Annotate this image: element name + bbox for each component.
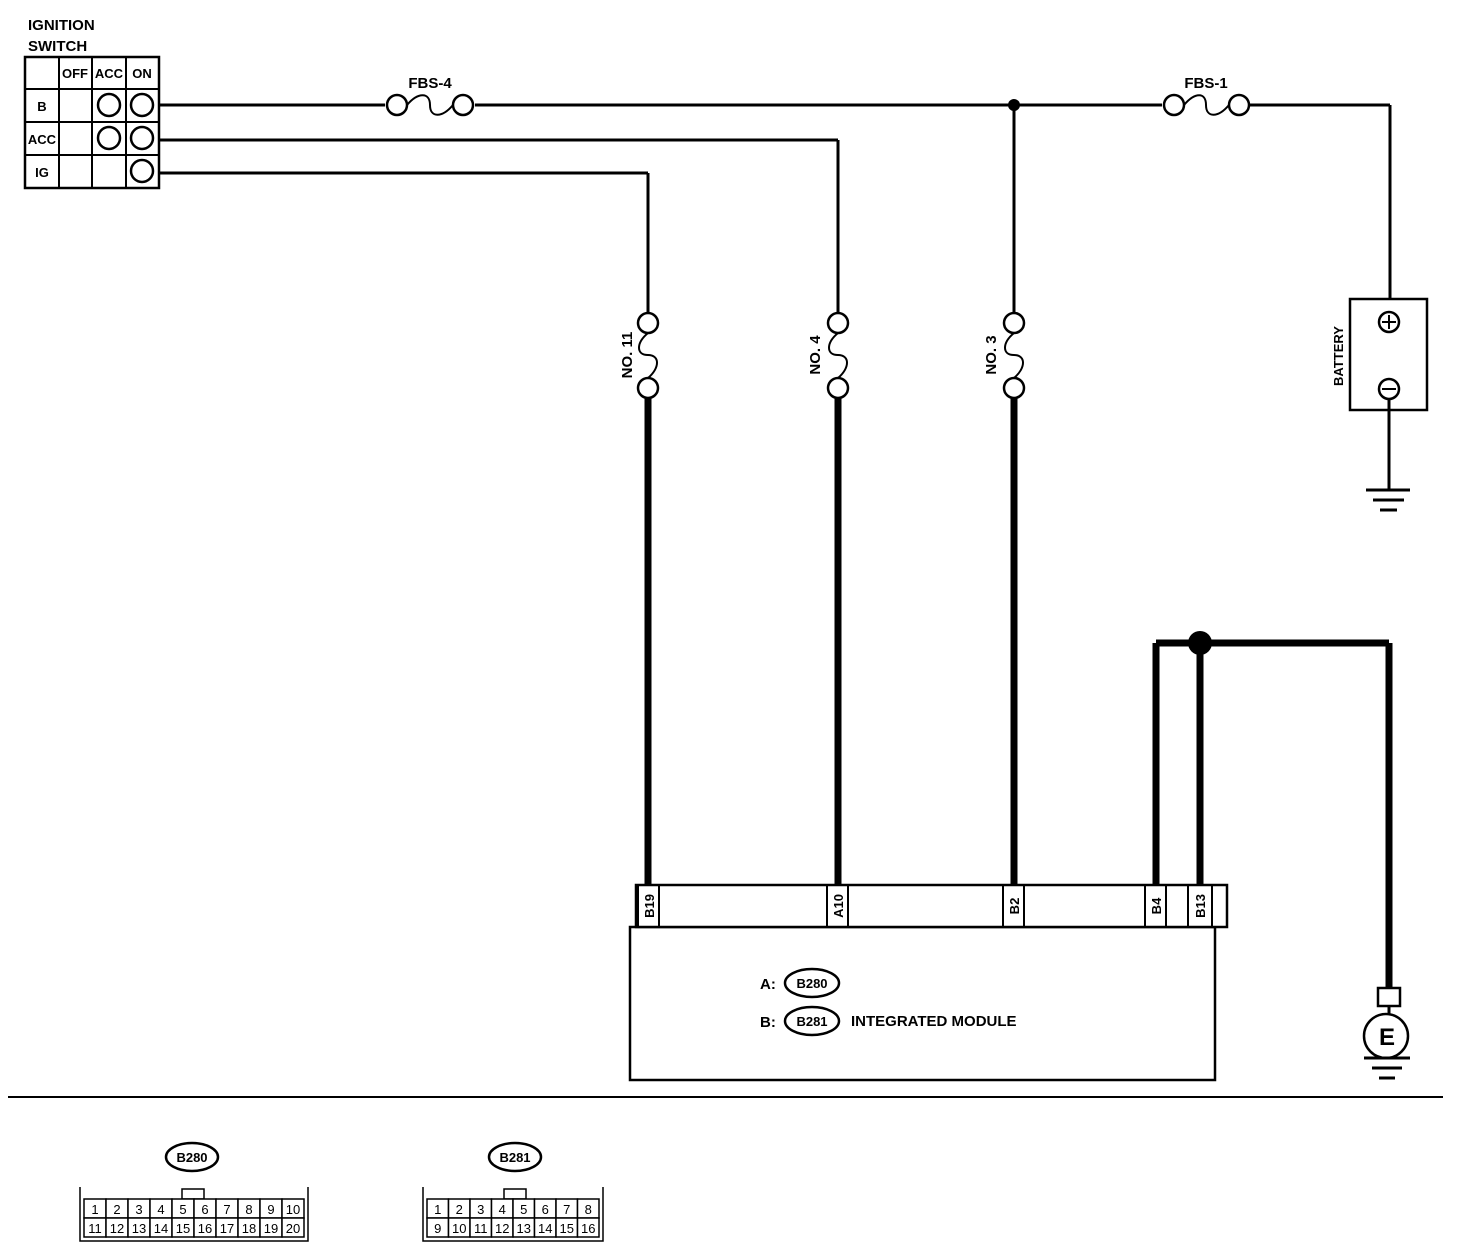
switch-row-b: B [37,99,46,114]
connector-pin-number: 2 [113,1202,120,1217]
connector-pin-number: 6 [201,1202,208,1217]
module-pin-b4: B4 [1149,897,1164,914]
fuse-no11-label: NO. 11 [619,332,636,379]
connector-pin-number: 14 [538,1221,552,1236]
body-ground: E [1362,986,1410,1080]
connector-key [503,1188,527,1200]
module-name: INTEGRATED MODULE [851,1013,1017,1030]
connector-pin-number: 1 [91,1202,98,1217]
module-connector-a-prefix: A: [760,976,776,993]
connector-pin-cell [281,1217,305,1238]
fuse-fbs4-label: FBS-4 [408,75,452,92]
module-pin-b2: B2 [1007,898,1022,915]
connector-pin-number: 7 [223,1202,230,1217]
connector-pin-number: 10 [286,1202,300,1217]
connector-pin-number: 13 [132,1221,146,1236]
ignition-switch: IGNITION SWITCH OFF ACC ON B ACC IG [23,17,161,190]
wiring-top [159,99,1392,313]
integrated-module: B19 A10 B2 B4 B13 A: B280 B: B281 INTEGR… [628,883,1229,1082]
connector-pin-number: 8 [245,1202,252,1217]
fuse-no4: NO. 4 [807,311,850,400]
switch-contact-b-acc [96,92,122,118]
ignition-switch-table: OFF ACC ON B ACC IG [23,55,161,190]
connector-pin-number: 3 [477,1202,484,1217]
connector-key [181,1188,205,1200]
connector-pin-number: 9 [434,1221,441,1236]
fuse-no3-label: NO. 3 [983,335,1000,374]
module-pin-b19: B19 [642,894,657,918]
connector-pin-number: 15 [560,1221,574,1236]
module-connector-b-prefix: B: [760,1014,776,1031]
battery-ground-symbol [1366,488,1410,512]
connector-pin-cell [576,1217,600,1238]
connector-shell [422,1187,604,1242]
connector-b281-label: B281 [499,1150,530,1165]
connector-pin-number: 15 [176,1221,190,1236]
connector-pin-number: 12 [495,1221,509,1236]
connector-pin-number: 17 [220,1221,234,1236]
switch-row-acc: ACC [28,132,57,147]
connector-pin-number: 20 [286,1221,300,1236]
module-pin-a10: A10 [831,894,846,918]
switch-contact-acc-on [129,125,155,151]
connector-pin-number: 9 [267,1202,274,1217]
module-connector-a: B280 [796,976,827,991]
connector-pin-number: 2 [456,1202,463,1217]
fuse-fbs1-label: FBS-1 [1184,75,1227,92]
switch-col-off: OFF [62,66,88,81]
fuse-no3: NO. 3 [983,311,1026,400]
junction-dot-ground [1188,631,1212,655]
ignition-switch-title-line2: SWITCH [28,38,87,55]
connector-pin-number: 19 [264,1221,278,1236]
connector-pin-number: 10 [452,1221,466,1236]
fuse-fbs4: FBS-4 [385,75,475,117]
battery-label: BATTERY [1331,326,1346,386]
connector-pin-number: 18 [242,1221,256,1236]
module-connector-b: B281 [796,1014,827,1029]
connector-pin-number: 11 [88,1221,102,1236]
connector-pin-number: 13 [517,1221,531,1236]
fuse-fbs1: FBS-1 [1162,75,1251,117]
connector-pin-number: 16 [581,1221,595,1236]
switch-row-ig: IG [35,165,49,180]
switch-contact-acc-acc [96,125,122,151]
connector-pin-number: 3 [135,1202,142,1217]
switch-col-on: ON [132,66,152,81]
connector-pin-number: 11 [474,1221,488,1236]
connector-shell [79,1187,309,1242]
wiring-module-feeds [644,398,1393,988]
fuse-no11: NO. 11 [619,311,660,400]
switch-contact-ig-on [129,158,155,184]
connector-pin-number: 14 [154,1221,168,1236]
connector-pin-number: 4 [499,1202,506,1217]
fuse-no4-label: NO. 4 [807,335,824,375]
connector-pin-number: 7 [563,1202,570,1217]
module-pin-b13: B13 [1193,894,1208,918]
switch-col-acc: ACC [95,66,124,81]
connector-pin-number: 16 [198,1221,212,1236]
connector-pin-number: 5 [520,1202,527,1217]
ignition-switch-title-line1: IGNITION [28,17,95,34]
body-ground-label: E [1379,1024,1395,1051]
connector-pin-number: 6 [542,1202,549,1217]
connector-pin-number: 12 [110,1221,124,1236]
battery: BATTERY [1331,297,1429,490]
switch-contacts [96,92,155,184]
connector-b280-label: B280 [176,1150,207,1165]
connector-pin-number: 1 [434,1202,441,1217]
switch-contact-b-on [129,92,155,118]
connector-pin-number: 5 [179,1202,186,1217]
connector-pin-number: 4 [157,1202,164,1217]
connector-pin-number: 8 [585,1202,592,1217]
